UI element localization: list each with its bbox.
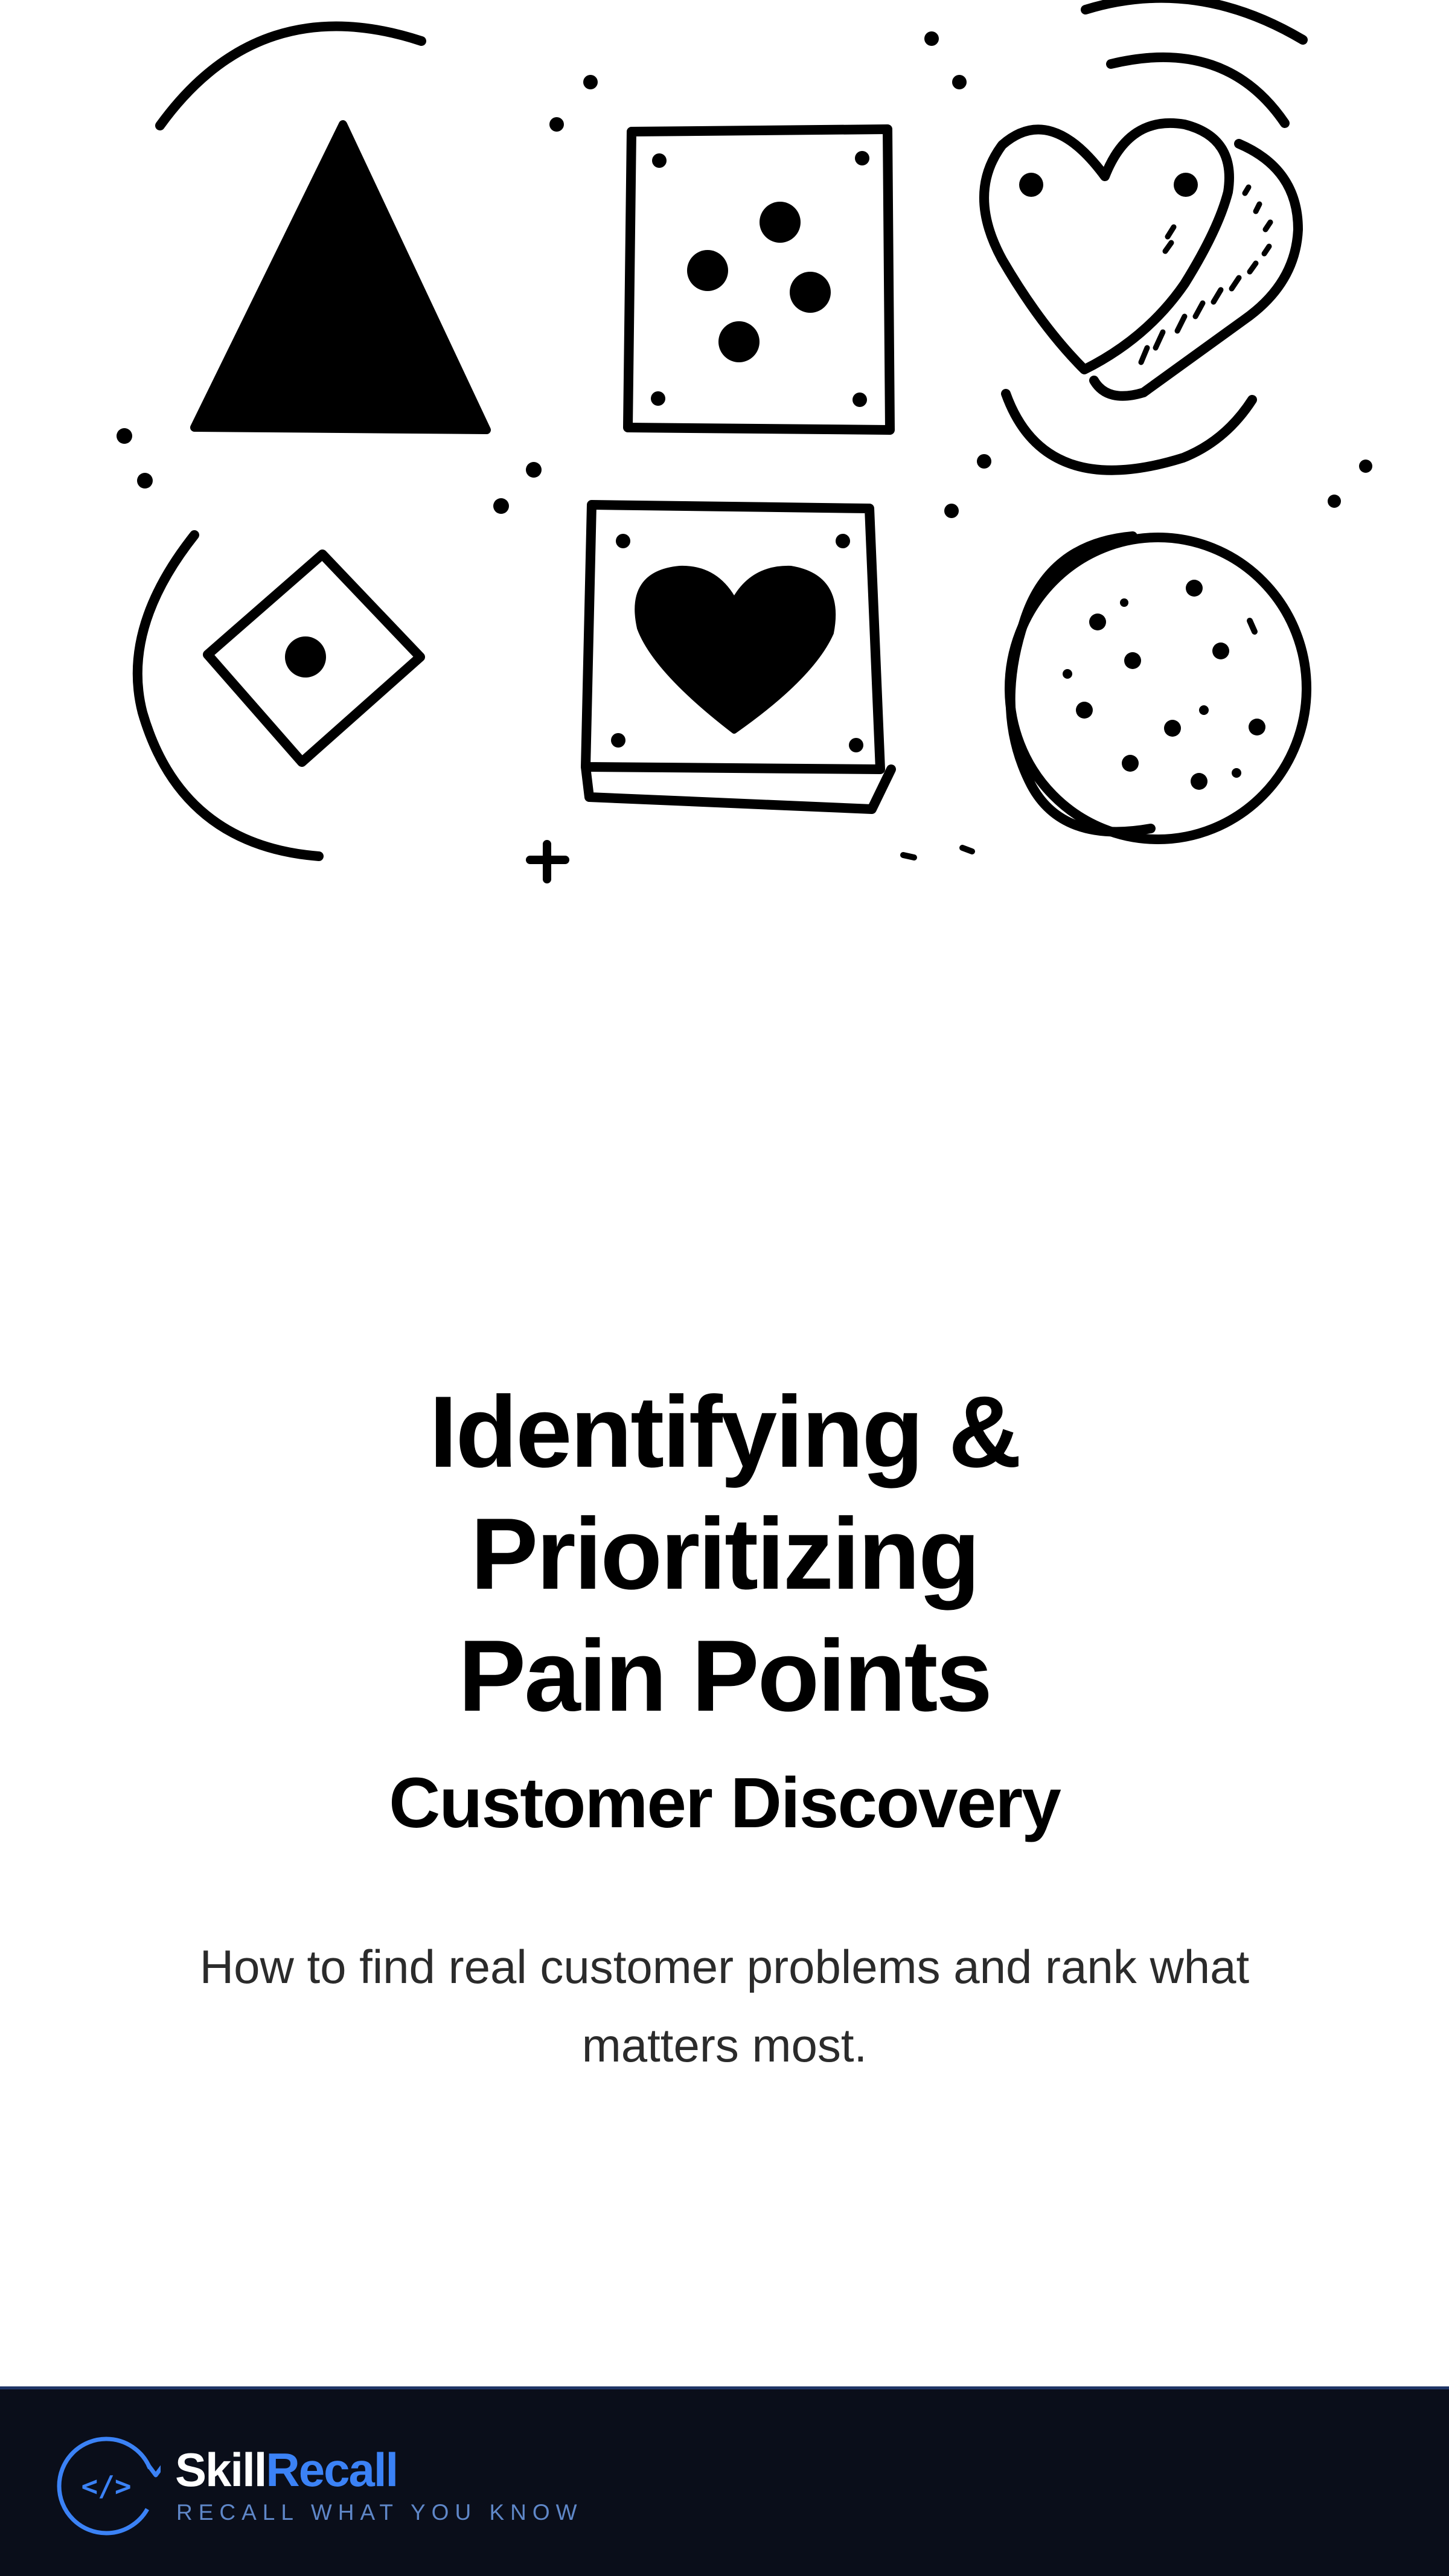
coin-shape	[1005, 531, 1156, 837]
square-dice-shape	[623, 124, 895, 435]
triangle-shape	[190, 120, 491, 434]
heart-box-shape	[581, 500, 885, 774]
footer-bar: </> SkillRecall RECALL WHAT YOU KNOW	[0, 2386, 1449, 2576]
filled-heart-shape	[635, 565, 836, 734]
brand-logo[interactable]: SkillRecall	[175, 2443, 398, 2497]
heart-outline-shape	[979, 118, 1234, 374]
title-block: Identifying & Prioritizing Pain Points C…	[0, 1371, 1449, 1845]
title-line: Identifying &	[429, 1375, 1022, 1488]
page-subtitle: Customer Discovery	[389, 1763, 1061, 1843]
dot	[583, 75, 598, 89]
title-line: Prioritizing	[470, 1497, 980, 1610]
hero-illustration	[0, 0, 1449, 894]
plus-decoration	[526, 840, 569, 883]
brand-name-part1: Skill	[175, 2443, 267, 2496]
brand-tagline: RECALL WHAT YOU KNOW	[176, 2500, 583, 2525]
dot	[924, 31, 939, 46]
arc-decoration	[155, 21, 426, 130]
brand-name-part2: Recall	[266, 2443, 398, 2496]
page-description: How to find real customer problems and r…	[199, 1940, 1250, 2072]
dot	[549, 117, 564, 132]
page-title: Identifying & Prioritizing Pain Points	[0, 1371, 1449, 1737]
logo-glyph: </>	[81, 2470, 131, 2502]
title-line: Pain Points	[458, 1619, 993, 1732]
code-brackets-icon: </>	[52, 2430, 165, 2539]
dot	[952, 75, 967, 89]
diamond-shape	[203, 549, 425, 767]
